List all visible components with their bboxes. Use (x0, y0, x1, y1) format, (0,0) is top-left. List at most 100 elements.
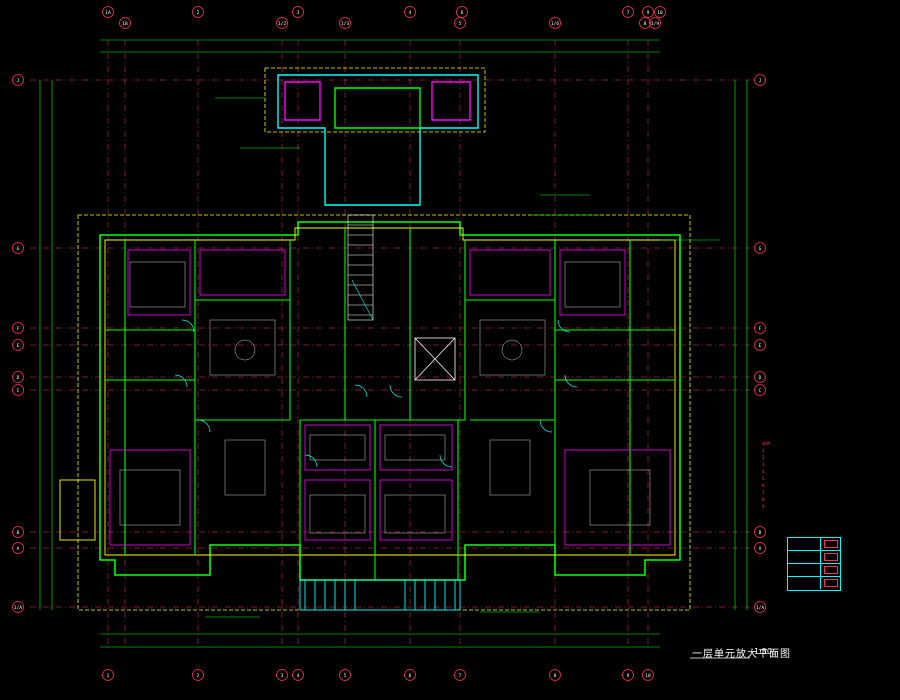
grid-bubble-label: D (759, 375, 762, 381)
grid-bubble: 1/6 (549, 17, 561, 29)
grid-bubble-label: 1/A (14, 605, 22, 611)
grid-bubble: 1/A (12, 601, 24, 613)
grid-bubble: 1/A (754, 601, 766, 613)
note-line: 3. (762, 462, 766, 467)
legend-swatch (823, 540, 838, 548)
general-notes: 说明 1. 2. 3. 4. 5. 6. 7. 8. 9. (762, 440, 882, 510)
top-grid-bubbles: 1A 1B 2 1/2 3 1/3 4 5 6 1/6 7 891/9 10 (102, 6, 666, 29)
grid-bubble: 7 (454, 669, 466, 681)
interior-walls (105, 228, 675, 580)
note-line: 1. (762, 448, 766, 453)
note-line: 说明 (762, 441, 770, 446)
grid-bubble-label: 3 (281, 673, 284, 679)
legend-row (788, 577, 840, 589)
furniture (119, 261, 651, 534)
grid-bubble-label: J (759, 78, 762, 84)
grid-bubble-label: 1/2 (278, 21, 286, 27)
grid-bubble-label: 3 (297, 10, 300, 16)
grid-bubble-label: A (17, 546, 20, 552)
grid-bubble: F (12, 322, 24, 334)
grid-bubble-label: 7 (459, 673, 462, 679)
grid-bubble: E (12, 339, 24, 351)
grid-bubble-label: D (17, 375, 20, 381)
drawing-title: 一层单元放大平面图 (692, 649, 791, 660)
note-line: 7. (762, 490, 766, 495)
grid-bubble-label: G (17, 246, 20, 252)
grid-bubble: J (12, 74, 24, 86)
grid-bubble: 1/2 (276, 17, 288, 29)
grid-bubble: 4 (404, 6, 416, 18)
grid-bubble-label: 6 (409, 673, 412, 679)
grid-bubble: 1B (119, 17, 131, 29)
grid-bubble: E (754, 339, 766, 351)
grid-bubble-label: 8 (554, 673, 557, 679)
balconies (59, 479, 461, 611)
grid-bubble-label: 4 (409, 10, 412, 16)
grid-bubble-label: 10 (645, 673, 651, 679)
door-swings (174, 319, 578, 468)
note-line: 6. (762, 483, 766, 488)
legend-table (787, 537, 841, 591)
grid-bubble: 9 (622, 669, 634, 681)
grid-bubble-label: 2 (197, 673, 200, 679)
grid-bubble: D (12, 371, 24, 383)
grid-bubble: 9 (642, 6, 654, 18)
note-line: 9. (762, 504, 766, 509)
grid-bubble-label: 1/9 (651, 21, 659, 27)
grid-bubble: 1A (102, 6, 114, 18)
grid-bubble-label: J (17, 78, 20, 84)
grid-lines (30, 40, 750, 650)
grid-bubble: A (12, 542, 24, 554)
grid-bubble: D (754, 371, 766, 383)
grid-bubble-label: 9 (647, 10, 650, 16)
staircase (347, 214, 374, 321)
grid-bubble-label: 1 (107, 673, 110, 679)
grid-bubble: 10 (654, 6, 666, 18)
grid-bubble: 2 (192, 6, 204, 18)
right-grid-bubbles: J G FE D C B A 1/A (754, 74, 766, 613)
grid-bubble: 7 (622, 6, 634, 18)
grid-bubble: B (754, 526, 766, 538)
grid-bubble: C (754, 384, 766, 396)
drawing-scale: 1:50 (754, 647, 772, 656)
grid-bubble: 5 (454, 17, 466, 29)
grid-bubble-label: 1B (122, 21, 128, 27)
grid-bubble: G (754, 242, 766, 254)
grid-bubble: 8 (639, 17, 651, 29)
grid-bubble: A (754, 542, 766, 554)
legend-swatch (823, 566, 838, 574)
note-line: 8. (762, 497, 766, 502)
note-line: 5. (762, 476, 766, 481)
grid-bubble: 3 (292, 6, 304, 18)
grid-bubble: G (12, 242, 24, 254)
annotation-leaders (205, 97, 720, 618)
legend-row (788, 538, 840, 551)
legend-row (788, 564, 840, 577)
grid-bubble-label: 1A (105, 10, 111, 16)
site-outline (77, 67, 691, 611)
elevator-shaft (414, 337, 456, 381)
dimension-lines (39, 39, 748, 648)
wall-finish-lines (109, 249, 671, 546)
grid-bubble: 10 (642, 669, 654, 681)
grid-bubble-label: G (759, 246, 762, 252)
grid-bubble-label: 1/3 (341, 21, 349, 27)
grid-bubble: F (754, 322, 766, 334)
legend-swatch (823, 553, 838, 561)
grid-bubble-label: 1/6 (551, 21, 559, 27)
grid-bubble-label: 5 (459, 21, 462, 27)
grid-bubble-label: 6 (461, 10, 464, 16)
grid-bubble: B (12, 526, 24, 538)
grid-bubble-label: 8 (644, 21, 647, 27)
grid-bubble-label: A (759, 546, 762, 552)
grid-bubble-label: C (759, 388, 762, 394)
grid-bubble: 4 (292, 669, 304, 681)
grid-bubble-label: 10 (657, 10, 663, 16)
grid-bubble: 2 (192, 669, 204, 681)
note-line: 4. (762, 469, 766, 474)
grid-bubble-label: 1/A (756, 605, 764, 611)
grid-bubble: 6 (456, 6, 468, 18)
grid-bubble: 1/3 (339, 17, 351, 29)
note-line: 2. (762, 455, 766, 460)
